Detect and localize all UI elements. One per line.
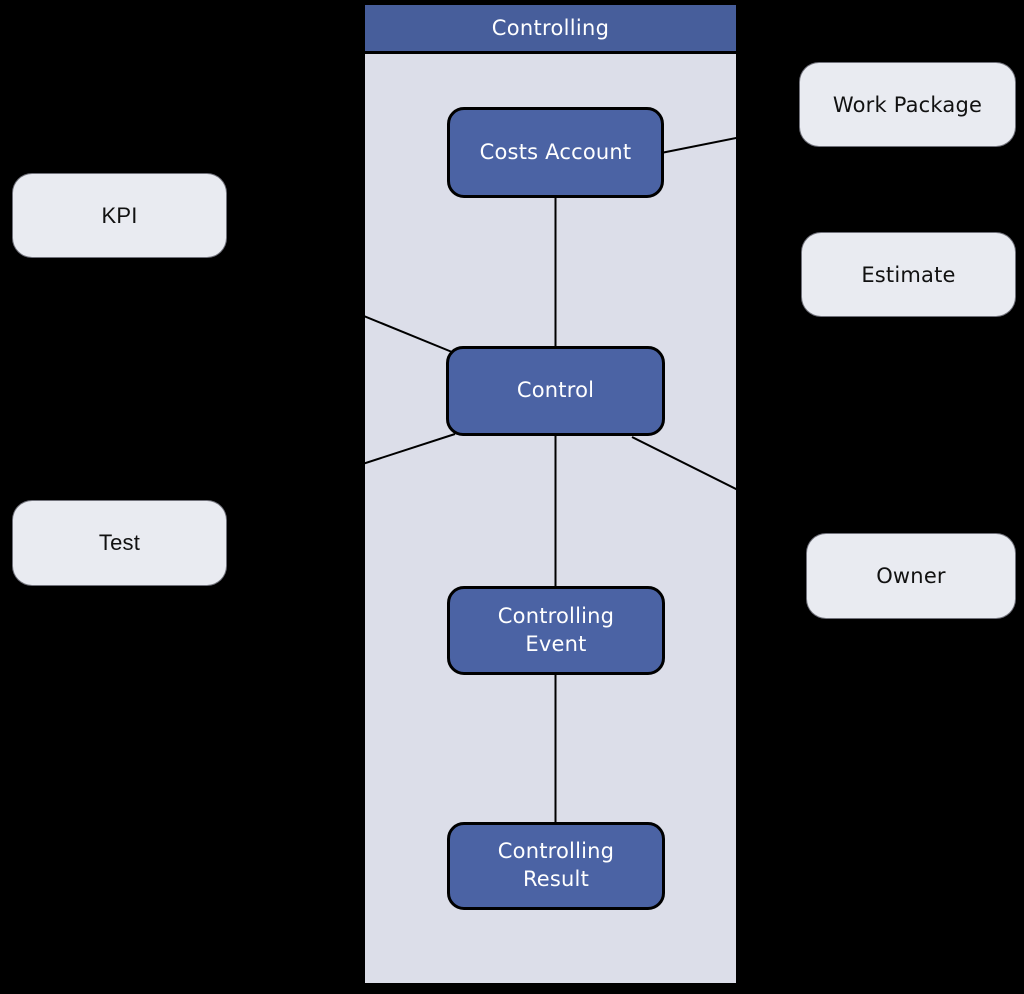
entity-work-package: Work Package xyxy=(799,62,1016,147)
node-costs-account: Costs Account xyxy=(447,107,664,198)
node-costs-account-label: Costs Account xyxy=(479,139,632,164)
node-controlling-result: Controlling Result xyxy=(447,822,665,910)
node-control-label: Control xyxy=(516,378,595,403)
entity-estimate: Estimate xyxy=(801,232,1016,317)
entity-owner: Owner xyxy=(806,533,1016,619)
entity-kpi: KPI xyxy=(12,173,227,258)
entity-estimate-label: Estimate xyxy=(861,262,956,287)
node-controlling-result-label: Controlling Result xyxy=(497,839,615,891)
entity-owner-label: Owner xyxy=(876,564,946,588)
node-controlling-event-label: Controlling Event xyxy=(497,603,615,656)
swimlane-header: Controlling xyxy=(365,5,736,54)
entity-work-package-label: Work Package xyxy=(832,92,983,117)
entity-kpi-label: KPI xyxy=(101,202,138,228)
swimlane-title: Controlling xyxy=(491,16,610,40)
entity-test: Test xyxy=(12,500,227,586)
node-controlling-event: Controlling Event xyxy=(447,586,665,675)
entity-test-label: Test xyxy=(98,530,141,555)
node-control: Control xyxy=(446,346,665,436)
